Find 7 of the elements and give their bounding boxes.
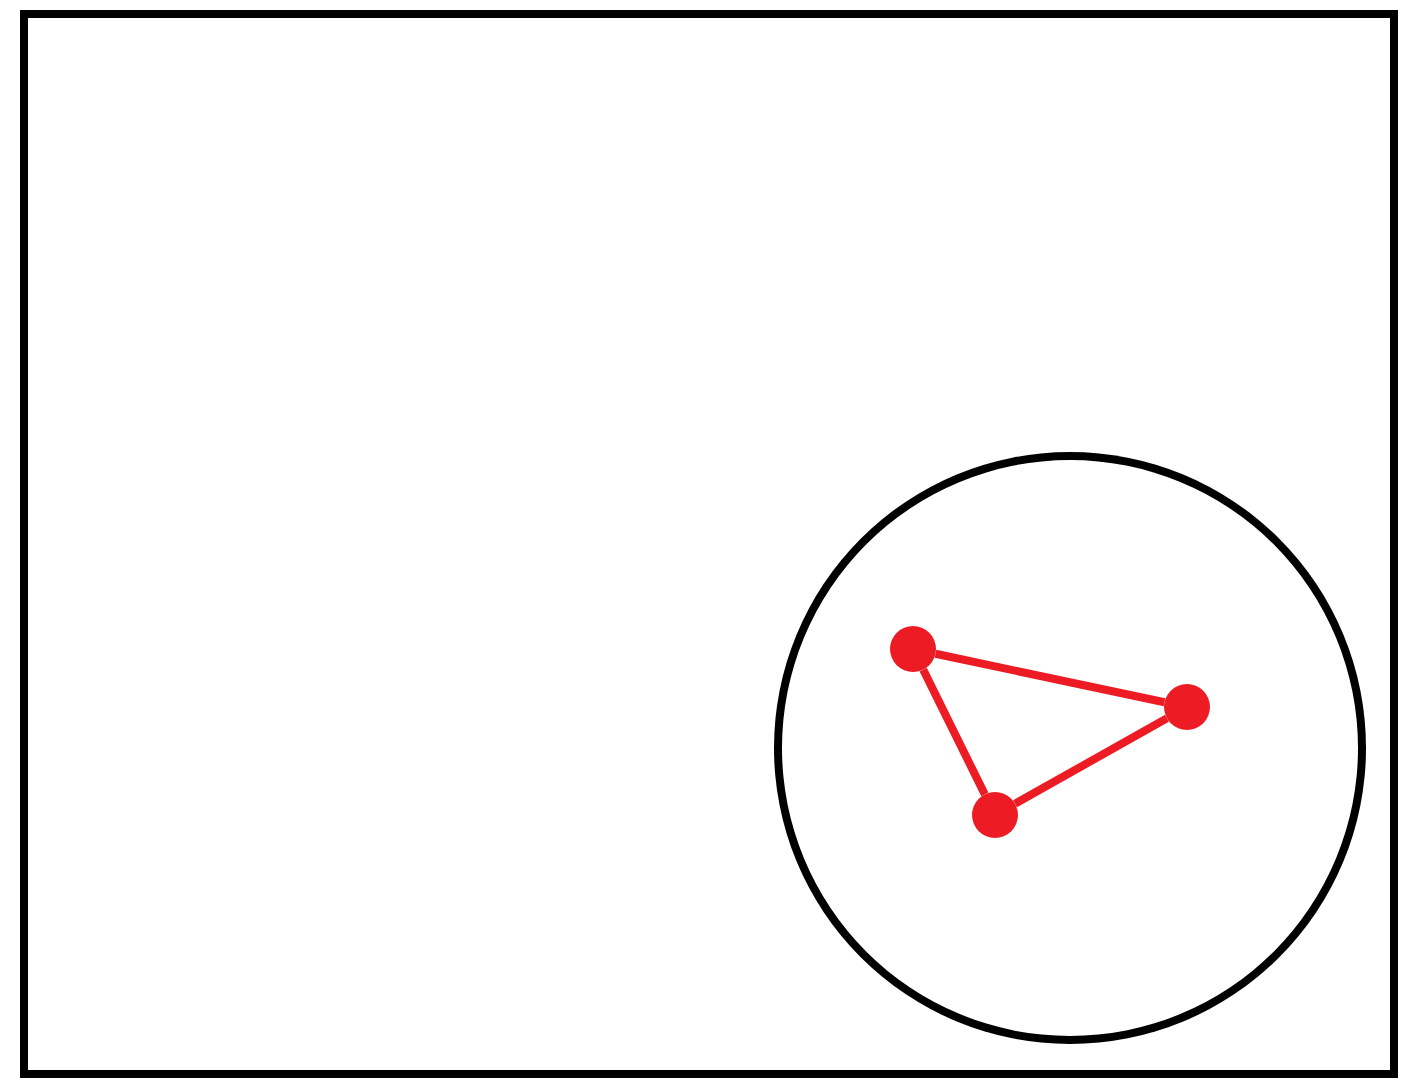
connector-line	[934, 649, 1166, 707]
connector-line	[1013, 714, 1169, 808]
dot-marker	[890, 626, 936, 672]
dot-marker	[972, 792, 1018, 838]
dot-marker	[1164, 684, 1210, 730]
circle-outline	[774, 452, 1366, 1044]
connector-line	[919, 667, 989, 797]
